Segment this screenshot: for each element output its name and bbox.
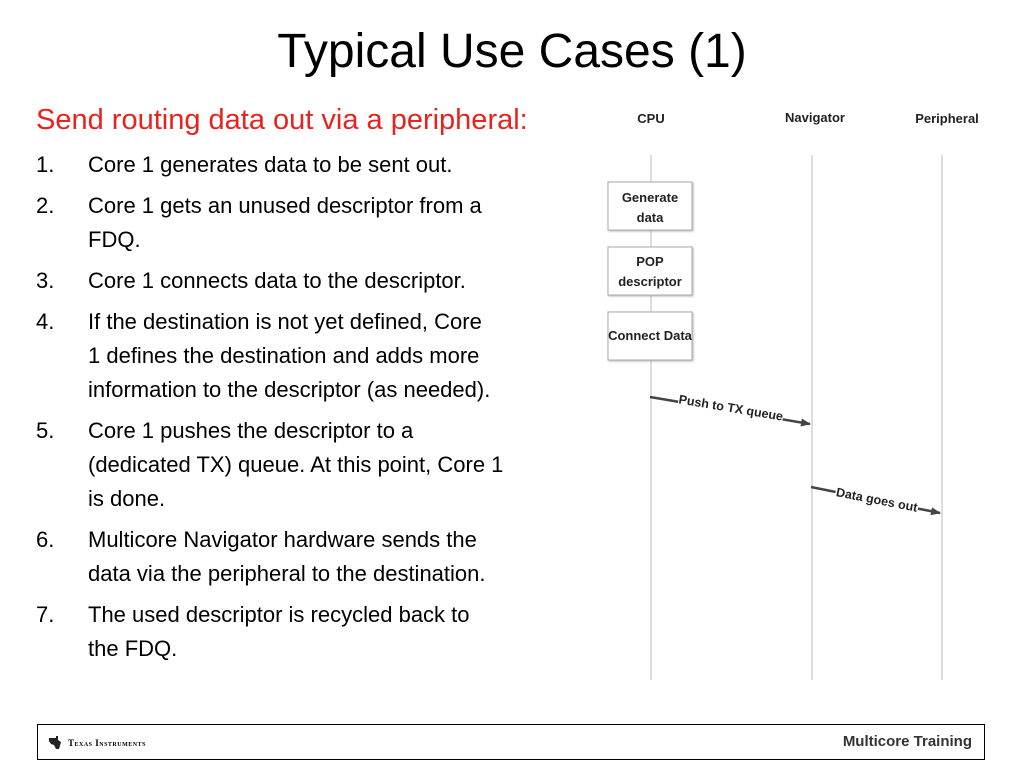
box-text: Connect Data bbox=[608, 328, 693, 343]
step-text: FDQ. bbox=[88, 227, 141, 252]
company-name: Texas Instruments bbox=[68, 738, 146, 748]
step-text: Core 1 pushes the descriptor to a bbox=[88, 418, 414, 443]
step-item: 3. Core 1 connects data to the descripto… bbox=[36, 264, 586, 298]
step-text: The used descriptor is recycled back to bbox=[88, 602, 470, 627]
ti-logo: Texas Instruments bbox=[48, 735, 146, 751]
box-text: data bbox=[637, 210, 665, 225]
activity-box-pop-descriptor: POP descriptor bbox=[607, 246, 693, 296]
step-item: 7. The used descriptor is recycled back … bbox=[36, 598, 586, 666]
slide-subtitle: Send routing data out via a peripheral: bbox=[36, 104, 528, 136]
step-number: 1. bbox=[36, 152, 55, 177]
step-text: If the destination is not yet defined, C… bbox=[88, 309, 482, 334]
step-text: information to the descriptor (as needed… bbox=[88, 377, 491, 402]
box-text: Generate bbox=[622, 190, 678, 205]
step-text: (dedicated TX) queue. At this point, Cor… bbox=[88, 452, 504, 477]
step-item: 5. Core 1 pushes the descriptor to a (de… bbox=[36, 414, 586, 516]
step-text: Core 1 generates data to be sent out. bbox=[88, 152, 453, 177]
step-text: is done. bbox=[88, 486, 166, 511]
step-text: data via the peripheral to the destinati… bbox=[88, 561, 486, 586]
step-text: 1 defines the destination and adds more bbox=[88, 343, 480, 368]
activity-box-generate-data: Generate data bbox=[607, 181, 693, 231]
step-number: 4. bbox=[36, 309, 55, 334]
step-item: 6. Multicore Navigator hardware sends th… bbox=[36, 523, 586, 591]
step-text: Core 1 gets an unused descriptor from a bbox=[88, 193, 482, 218]
step-text: Core 1 connects data to the descriptor. bbox=[88, 268, 466, 293]
step-item: 4. If the destination is not yet defined… bbox=[36, 305, 586, 407]
step-number: 6. bbox=[36, 527, 55, 552]
activity-box-connect-data: Connect Data bbox=[607, 311, 693, 361]
step-number: 5. bbox=[36, 418, 55, 443]
step-item: 1. Core 1 generates data to be sent out. bbox=[36, 148, 586, 182]
step-number: 3. bbox=[36, 268, 55, 293]
lane-label-navigator: Navigator bbox=[785, 110, 845, 125]
box-text: descriptor bbox=[618, 274, 682, 289]
footer-bar: Texas Instruments Multicore Training bbox=[37, 724, 985, 760]
box-text: POP bbox=[636, 254, 664, 269]
step-number: 2. bbox=[36, 193, 55, 218]
step-number: 7. bbox=[36, 602, 55, 627]
step-text: the FDQ. bbox=[88, 636, 178, 661]
message-push-to-tx-queue: Push to TX queue bbox=[649, 386, 811, 427]
step-item: 2. Core 1 gets an unused descriptor from… bbox=[36, 189, 586, 257]
message-data-goes-out: Data goes out bbox=[810, 479, 941, 516]
footer-course-title: Multicore Training bbox=[842, 733, 972, 750]
steps-list: 1. Core 1 generates data to be sent out.… bbox=[36, 148, 586, 673]
slide-title: Typical Use Cases (1) bbox=[277, 25, 747, 78]
ti-state-icon bbox=[49, 736, 61, 749]
sequence-diagram: CPU Navigator Peripheral Generate data P… bbox=[607, 110, 979, 680]
lane-label-peripheral: Peripheral bbox=[915, 111, 979, 126]
step-text: Multicore Navigator hardware sends the bbox=[88, 527, 477, 552]
lane-label-cpu: CPU bbox=[637, 111, 664, 126]
